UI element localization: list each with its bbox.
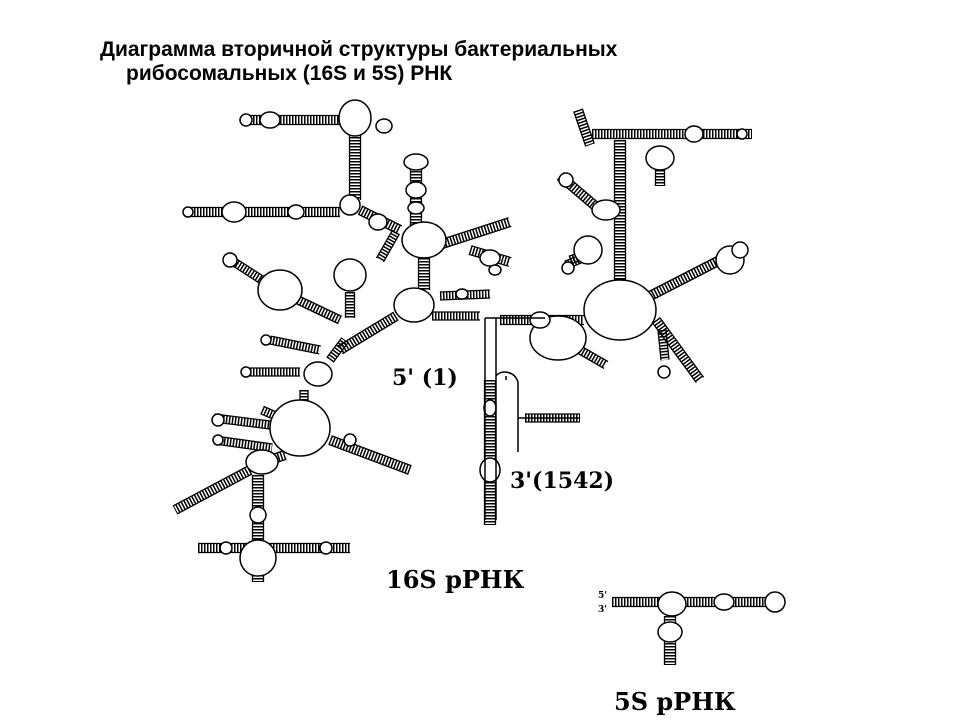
hairpin-loop xyxy=(222,252,238,268)
hairpin-loop xyxy=(260,334,272,346)
hairpin-loop xyxy=(368,213,388,231)
hairpin-loop xyxy=(455,288,469,300)
hairpin-loop xyxy=(219,541,233,555)
hairpin-loop xyxy=(240,366,252,378)
hairpin-loop xyxy=(221,201,247,223)
helix-stem xyxy=(440,217,512,249)
helix-stem xyxy=(231,258,265,284)
hairpin-loop xyxy=(529,311,551,329)
helix-stem xyxy=(172,465,253,515)
hairpin-loop xyxy=(731,241,749,259)
hairpin-loop xyxy=(249,506,267,524)
internal-loop xyxy=(257,269,303,311)
hairpin-loop xyxy=(319,541,333,555)
hairpin-loop xyxy=(407,201,425,215)
hairpin-loop xyxy=(212,434,224,446)
helix-stem xyxy=(409,168,423,230)
helix-stem xyxy=(417,258,431,290)
helix-stem xyxy=(337,311,399,355)
hairpin-loop xyxy=(338,99,372,137)
five-s-five-prime-label: 5' xyxy=(598,591,607,601)
helix-stem xyxy=(251,575,265,582)
rrna-16s-structure xyxy=(172,99,752,582)
hairpin-loop xyxy=(375,118,393,134)
hairpin-loop xyxy=(736,128,748,140)
helix-stem xyxy=(612,596,780,608)
helix-stem xyxy=(573,108,595,147)
central-multibranch-loop xyxy=(393,287,435,323)
multibranch-loop xyxy=(401,221,447,259)
hairpin-loop xyxy=(713,593,735,611)
rrna-16s-label: 16S рРНК xyxy=(386,565,525,594)
helix-stem xyxy=(328,435,412,475)
internal-loop xyxy=(239,539,277,577)
helix-stem xyxy=(657,329,670,361)
helix-stem xyxy=(577,345,609,370)
hairpin-loop xyxy=(333,258,367,292)
multibranch-loop xyxy=(269,399,331,457)
helix-stem xyxy=(647,255,723,301)
hairpin-loop xyxy=(405,181,427,199)
slide-title-line-2: рибосомальных (16S и 5S) РНК xyxy=(126,62,453,85)
hairpin-loop xyxy=(245,449,279,475)
hairpin-loop xyxy=(573,235,603,265)
hairpin-loop xyxy=(488,264,502,276)
helix-stem xyxy=(296,295,342,325)
helix-stem xyxy=(185,206,340,218)
internal-loop xyxy=(339,194,361,216)
hairpin-loop xyxy=(657,591,687,617)
hairpin-loop xyxy=(645,145,675,171)
hairpin-loop xyxy=(211,413,225,427)
hairpin-loop xyxy=(657,621,683,643)
three-prime-end-label: 3'(1542) xyxy=(510,468,614,494)
multibranch-loop xyxy=(583,279,657,341)
slide-title: Диаграмма вторичной структуры бактериаль… xyxy=(100,38,860,86)
helix-stem xyxy=(326,337,349,363)
helix-stem xyxy=(654,170,666,186)
helix-stem xyxy=(348,128,362,200)
hairpin-loop xyxy=(239,113,253,127)
helix-stem xyxy=(375,229,401,263)
helix-stem xyxy=(250,367,300,377)
five-s-three-prime-label: 3' xyxy=(598,605,607,615)
hairpin-loop xyxy=(343,433,357,447)
helix-stem xyxy=(344,292,356,318)
hairpin-loop xyxy=(657,365,671,379)
hairpin-loop xyxy=(684,125,704,143)
hairpin-loop xyxy=(561,261,575,275)
helix-stem xyxy=(592,128,752,140)
hairpin-loop xyxy=(479,457,501,483)
slide-title-line-1: Диаграмма вторичной структуры бактериаль… xyxy=(100,38,618,61)
hairpin-loop xyxy=(479,249,501,267)
helix-stem xyxy=(299,390,309,402)
hairpin-loop xyxy=(558,172,574,188)
five-prime-end-label: 5' (1) xyxy=(392,365,458,391)
helix-stem xyxy=(244,114,340,126)
hairpin-loop xyxy=(483,399,497,417)
hairpin-loop xyxy=(182,206,194,218)
hairpin-loop xyxy=(591,199,621,221)
hairpin-loop xyxy=(403,153,429,171)
rrna-5s-structure xyxy=(612,591,786,665)
hairpin-loop xyxy=(303,361,333,387)
rrna-5s-label: 5S рРНК xyxy=(614,687,736,716)
helix-stem xyxy=(269,335,321,355)
hairpin-loop xyxy=(764,591,786,613)
helix-stem xyxy=(432,311,480,321)
hairpin-loop xyxy=(287,204,305,220)
hairpin-loop xyxy=(259,111,281,129)
